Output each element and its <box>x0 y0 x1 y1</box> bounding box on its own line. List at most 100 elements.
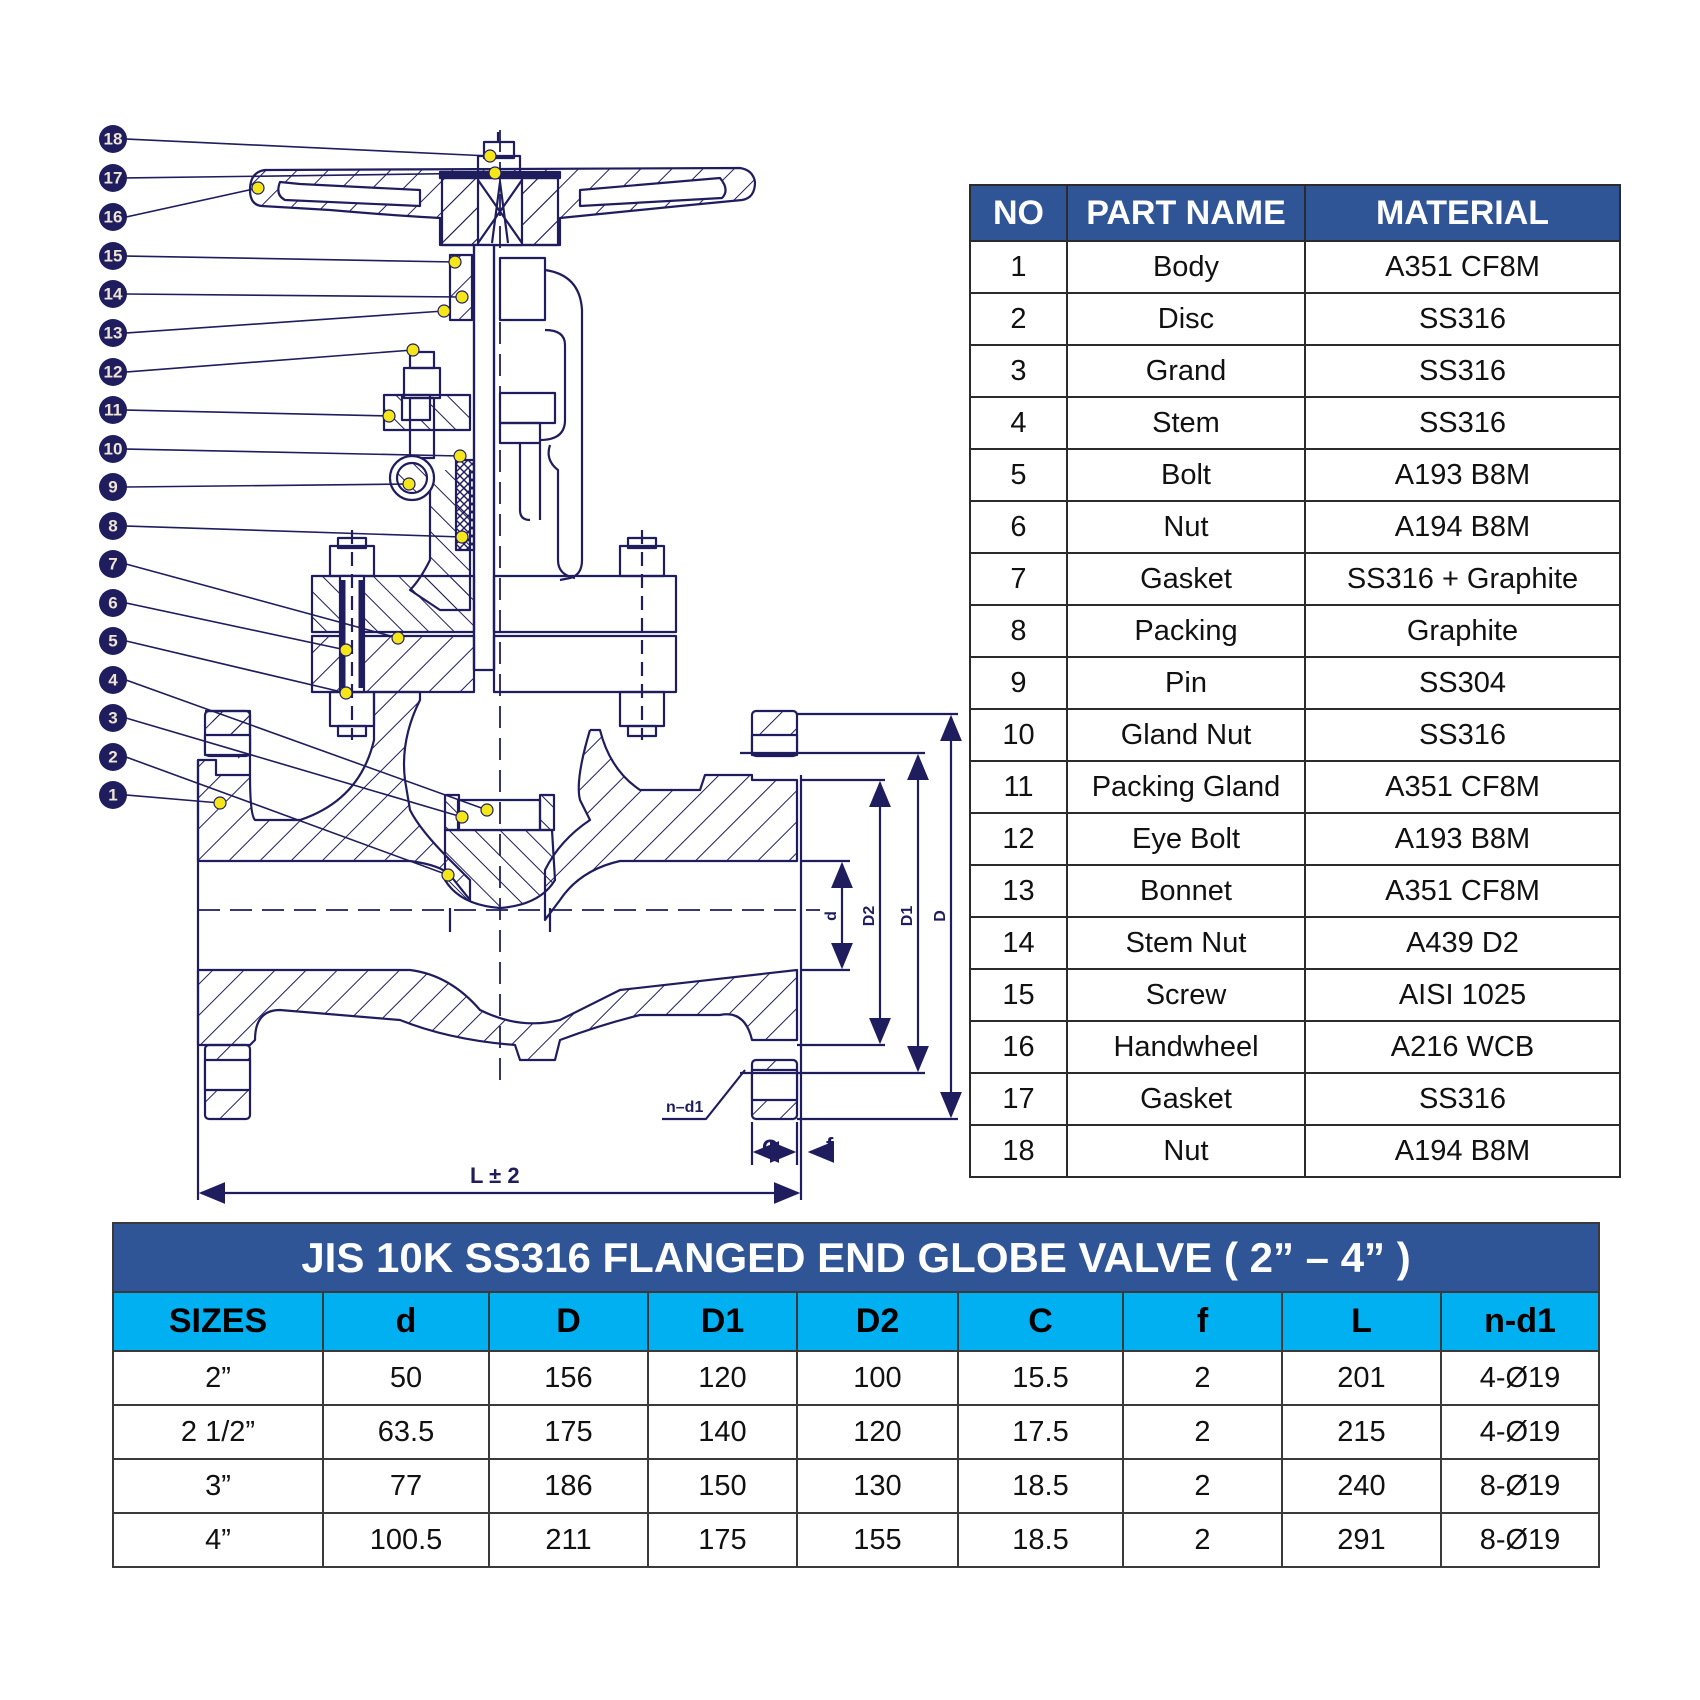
part-name-cell: Disc <box>1066 292 1306 346</box>
material-cell: A351 CF8M <box>1304 864 1621 918</box>
svg-text:16: 16 <box>104 208 123 227</box>
spec-header-d: d <box>322 1291 490 1352</box>
callout-3: 3 <box>99 704 127 732</box>
part-number-cell: 13 <box>969 864 1068 918</box>
material-cell: SS316 <box>1304 708 1621 762</box>
valve-body <box>196 690 803 1200</box>
material-cell: A193 B8M <box>1304 448 1621 502</box>
dim-label-D1: D1 <box>899 906 916 927</box>
material-cell: A194 B8M <box>1304 1124 1621 1178</box>
spec-header-n-d1: n-d1 <box>1439 1291 1601 1352</box>
part-number-cell: 5 <box>969 448 1068 502</box>
part-number-cell: 12 <box>969 812 1068 866</box>
material-cell: SS316 + Graphite <box>1304 552 1621 606</box>
part-name-cell: Bonnet <box>1066 864 1306 918</box>
spec-cell: 2 <box>1122 1512 1283 1568</box>
header-part-name: PART NAME <box>1066 184 1306 242</box>
svg-text:2: 2 <box>108 748 117 767</box>
spec-cell: 155 <box>796 1512 959 1568</box>
material-cell: Graphite <box>1304 604 1621 658</box>
callout-14: 14 <box>99 280 127 308</box>
spec-cell: 175 <box>488 1404 649 1460</box>
spec-cell: 77 <box>322 1458 490 1514</box>
callout-15: 15 <box>99 242 127 270</box>
svg-text:18: 18 <box>104 130 123 149</box>
spec-header-d2: D2 <box>796 1291 959 1352</box>
callout-9: 9 <box>99 473 127 501</box>
callout-1: 1 <box>99 781 127 809</box>
spec-cell: 17.5 <box>957 1404 1124 1460</box>
dim-label-C: C <box>762 1135 778 1160</box>
spec-cell: 15.5 <box>957 1350 1124 1406</box>
svg-text:7: 7 <box>108 555 117 574</box>
svg-text:14: 14 <box>104 285 123 304</box>
part-name-cell: Packing Gland <box>1066 760 1306 814</box>
spec-header-c: C <box>957 1291 1124 1352</box>
spec-cell: 18.5 <box>957 1458 1124 1514</box>
material-cell: A193 B8M <box>1304 812 1621 866</box>
part-number-cell: 9 <box>969 656 1068 710</box>
spec-cell: 2 <box>1122 1350 1283 1406</box>
svg-text:6: 6 <box>108 594 117 613</box>
material-cell: AISI 1025 <box>1304 968 1621 1022</box>
callout-11: 11 <box>99 396 127 424</box>
part-name-cell: Handwheel <box>1066 1020 1306 1074</box>
dimension-lines <box>198 712 962 1204</box>
part-name-cell: Screw <box>1066 968 1306 1022</box>
header-material: MATERIAL <box>1304 184 1621 242</box>
spec-header-f: f <box>1122 1291 1283 1352</box>
svg-text:5: 5 <box>108 632 117 651</box>
dim-label-f: f <box>826 1133 834 1158</box>
spec-cell: 100.5 <box>322 1512 490 1568</box>
svg-text:8: 8 <box>108 517 117 536</box>
material-cell: A351 CF8M <box>1304 760 1621 814</box>
spec-cell: 120 <box>647 1350 798 1406</box>
spec-cell: 18.5 <box>957 1512 1124 1568</box>
svg-text:15: 15 <box>104 247 123 266</box>
spec-cell: 240 <box>1281 1458 1442 1514</box>
svg-text:17: 17 <box>104 169 123 188</box>
part-number-cell: 14 <box>969 916 1068 970</box>
part-name-cell: Gasket <box>1066 1072 1306 1126</box>
callout-18: 18 <box>99 125 127 153</box>
svg-text:3: 3 <box>108 709 117 728</box>
spec-cell: 156 <box>488 1350 649 1406</box>
dim-label-n-d1: n–d1 <box>666 1099 703 1116</box>
callout-5: 5 <box>99 627 127 655</box>
part-name-cell: Body <box>1066 240 1306 294</box>
spec-cell: 291 <box>1281 1512 1442 1568</box>
spec-cell: 2 <box>1122 1404 1283 1460</box>
svg-text:9: 9 <box>108 478 117 497</box>
handwheel <box>248 166 757 247</box>
material-cell: SS304 <box>1304 656 1621 710</box>
spec-cell: 63.5 <box>322 1404 490 1460</box>
callout-2: 2 <box>99 743 127 771</box>
spec-header-l: L <box>1281 1291 1442 1352</box>
spec-cell: 50 <box>322 1350 490 1406</box>
parts-table-header: NO PART NAME MATERIAL <box>969 184 1621 242</box>
dim-label-d: d <box>823 911 840 921</box>
part-name-cell: Gasket <box>1066 552 1306 606</box>
top-nut <box>476 132 522 174</box>
part-number-cell: 1 <box>969 240 1068 294</box>
spec-cell: 186 <box>488 1458 649 1514</box>
spec-cell: 201 <box>1281 1350 1442 1406</box>
part-number-cell: 8 <box>969 604 1068 658</box>
part-name-cell: Stem <box>1066 396 1306 450</box>
dim-label-L: L ± 2 <box>470 1163 520 1188</box>
material-cell: A216 WCB <box>1304 1020 1621 1074</box>
spec-cell: 215 <box>1281 1404 1442 1460</box>
